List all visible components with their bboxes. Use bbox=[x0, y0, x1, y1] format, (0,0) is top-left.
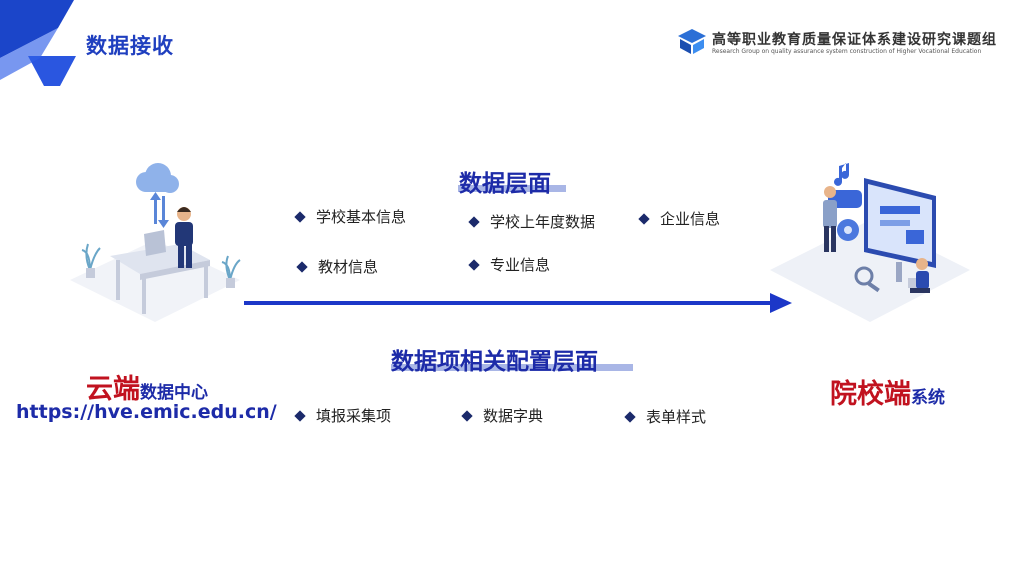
config-item-label: 表单样式 bbox=[646, 408, 707, 426]
corner-decoration-icon bbox=[0, 0, 76, 86]
config-item-label: 数据字典 bbox=[483, 407, 544, 425]
school-label-main: 院校端 bbox=[830, 379, 911, 410]
diamond-bullet-icon bbox=[294, 210, 306, 223]
data-item: 专业信息 bbox=[468, 254, 551, 275]
cloud-label-main: 云端 bbox=[86, 374, 140, 405]
data-item-label: 学校基本信息 bbox=[316, 208, 407, 226]
data-item-label: 教材信息 bbox=[318, 258, 379, 276]
data-item-label: 学校上年度数据 bbox=[490, 213, 596, 231]
diamond-bullet-icon bbox=[294, 409, 306, 422]
cloud-url-link[interactable]: https://hve.emic.edu.cn/ bbox=[16, 401, 277, 423]
brand-subtitle: Research Group on quality assurance syst… bbox=[712, 48, 982, 55]
brand-logo-icon bbox=[678, 29, 706, 54]
config-item: 填报采集项 bbox=[294, 405, 392, 426]
diamond-bullet-icon bbox=[296, 260, 308, 273]
page-title: 数据接收 bbox=[86, 34, 174, 58]
diamond-bullet-icon bbox=[468, 215, 480, 228]
config-item-label: 填报采集项 bbox=[316, 407, 392, 425]
data-item: 教材信息 bbox=[296, 256, 379, 277]
diamond-bullet-icon bbox=[638, 212, 650, 225]
school-system-illustration bbox=[770, 163, 970, 322]
diamond-bullet-icon bbox=[468, 258, 480, 271]
cloud-server-illustration bbox=[70, 163, 241, 322]
config-layer-heading: 数据项相关配置层面 bbox=[391, 349, 598, 375]
school-label-sub: 系统 bbox=[911, 388, 945, 408]
arrow-right-icon bbox=[244, 293, 792, 313]
data-item: 学校基本信息 bbox=[294, 206, 407, 227]
school-label: 院校端系统 bbox=[830, 372, 945, 411]
config-item: 数据字典 bbox=[461, 405, 544, 426]
data-item-label: 企业信息 bbox=[660, 210, 721, 228]
diamond-bullet-icon bbox=[624, 410, 636, 423]
data-item: 学校上年度数据 bbox=[468, 211, 596, 232]
data-item: 企业信息 bbox=[638, 208, 721, 229]
data-layer-underline bbox=[458, 185, 566, 192]
brand-title: 高等职业教育质量保证体系建设研究课题组 bbox=[712, 32, 997, 48]
config-item: 表单样式 bbox=[624, 406, 707, 427]
cloud-label-sub: 数据中心 bbox=[140, 383, 208, 403]
config-layer-underline bbox=[391, 364, 633, 371]
data-layer-heading: 数据层面 bbox=[459, 171, 551, 197]
data-item-label: 专业信息 bbox=[490, 256, 551, 274]
cloud-label: 云端数据中心 bbox=[86, 367, 208, 406]
diamond-bullet-icon bbox=[461, 409, 473, 422]
